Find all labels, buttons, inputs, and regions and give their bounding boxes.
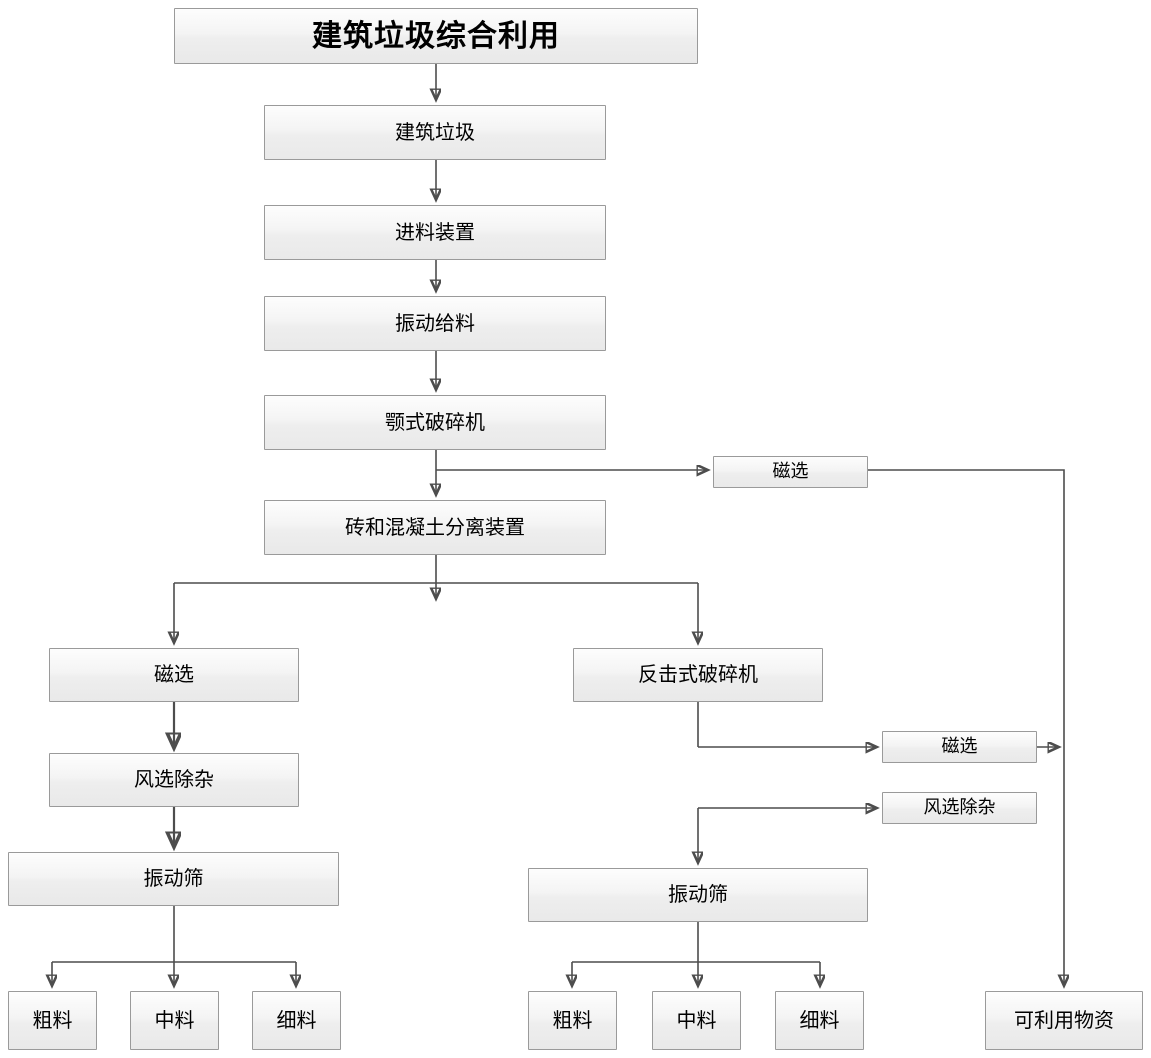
node-fine-left[interactable]: 细料	[252, 991, 341, 1050]
node-vibrating-screen-left[interactable]: 振动筛	[8, 852, 339, 906]
node-medium-right[interactable]: 中料	[652, 991, 741, 1050]
node-feeder[interactable]: 进料装置	[264, 205, 606, 260]
node-coarse-right[interactable]: 粗料	[528, 991, 617, 1050]
node-air-separation-right[interactable]: 风选除杂	[882, 792, 1037, 824]
edge-screen-l-split	[52, 906, 296, 985]
node-coarse-left[interactable]: 粗料	[8, 991, 97, 1050]
node-vibrating-screen-right[interactable]: 振动筛	[528, 868, 868, 922]
edge-separator-magsep-l	[174, 555, 698, 642]
node-air-separation-left[interactable]: 风选除杂	[49, 753, 299, 807]
node-brick-concrete-separator[interactable]: 砖和混凝土分离装置	[264, 500, 606, 555]
node-impact-crusher[interactable]: 反击式破碎机	[573, 648, 823, 702]
node-title[interactable]: 建筑垃圾综合利用	[174, 8, 698, 64]
node-waste[interactable]: 建筑垃圾	[264, 105, 606, 160]
node-medium-left[interactable]: 中料	[130, 991, 219, 1050]
node-magnetic-separation-top[interactable]: 磁选	[713, 456, 868, 488]
node-vibrating-feeder[interactable]: 振动给料	[264, 296, 606, 351]
edge-screen-r-split	[572, 922, 820, 985]
node-jaw-crusher[interactable]: 颚式破碎机	[264, 395, 606, 450]
node-fine-right[interactable]: 细料	[775, 991, 864, 1050]
edge-impact-magsep-r	[697, 702, 876, 747]
node-usable-material[interactable]: 可利用物资	[985, 991, 1143, 1050]
node-magnetic-separation-left[interactable]: 磁选	[49, 648, 299, 702]
node-magnetic-separation-right[interactable]: 磁选	[882, 731, 1037, 763]
edge-magsep-top-usable	[868, 469, 1064, 985]
